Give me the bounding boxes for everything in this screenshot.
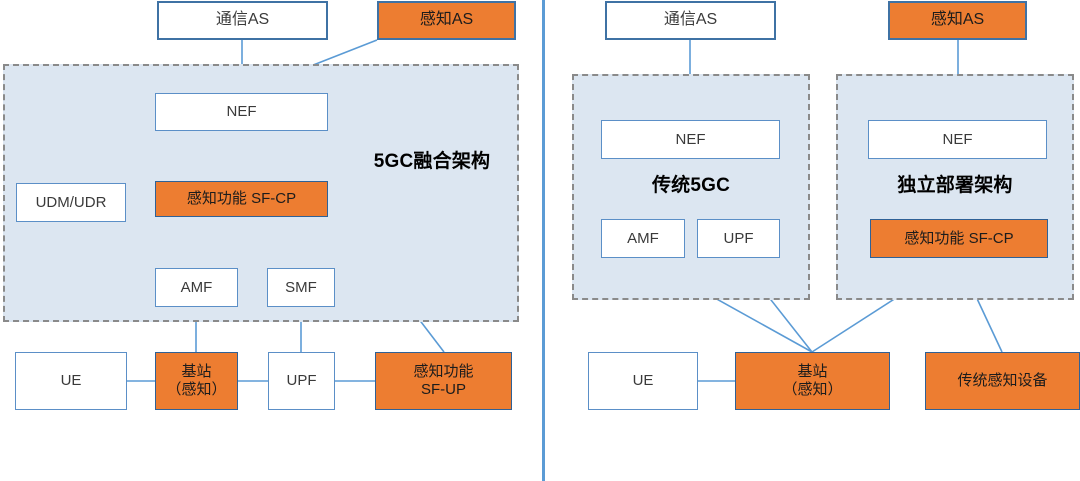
- zone-title-legacy-5gc: 传统5GC: [651, 175, 731, 196]
- box-gnb-right: 基站 （感知）: [735, 352, 890, 410]
- box-sf-cp-right: 感知功能 SF-CP: [870, 219, 1048, 258]
- box-sense-as-right: 感知AS: [888, 1, 1027, 40]
- box-amf-left: AMF: [155, 268, 238, 307]
- box-comm-as-left: 通信AS: [157, 1, 328, 40]
- box-ue-right: UE: [588, 352, 698, 410]
- zone-title-5gc-converged: 5GC融合架构: [373, 151, 491, 172]
- box-nef-left: NEF: [155, 93, 328, 131]
- box-udm-udr: UDM/UDR: [16, 183, 126, 222]
- box-legacy-sensor: 传统感知设备: [925, 352, 1080, 410]
- zone-standalone-deployment: [836, 74, 1074, 300]
- box-sf-up-left: 感知功能 SF-UP: [375, 352, 512, 410]
- panel-divider: [542, 0, 545, 481]
- zone-legacy-5gc: [572, 74, 810, 300]
- box-smf-left: SMF: [267, 268, 335, 307]
- box-amf-right: AMF: [601, 219, 685, 258]
- box-sf-cp-left: 感知功能 SF-CP: [155, 181, 328, 217]
- box-nef-legacy: NEF: [601, 120, 780, 159]
- box-ue-left: UE: [15, 352, 127, 410]
- box-gnb-left: 基站 （感知）: [155, 352, 238, 410]
- box-nef-standalone: NEF: [868, 120, 1047, 159]
- zone-title-standalone-deployment: 独立部署架构: [897, 175, 1013, 196]
- box-upf-right: UPF: [697, 219, 780, 258]
- box-comm-as-right: 通信AS: [605, 1, 776, 40]
- box-upf-left: UPF: [268, 352, 335, 410]
- box-sense-as-left: 感知AS: [377, 1, 516, 40]
